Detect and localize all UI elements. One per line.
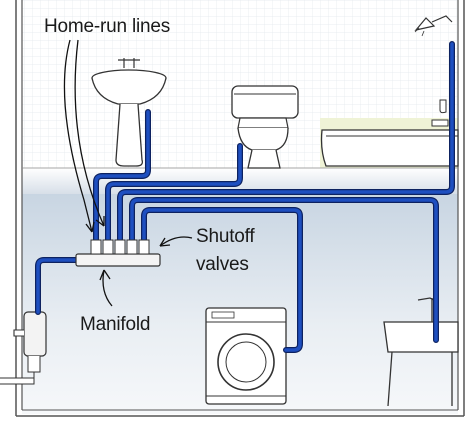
toilet-icon: [231, 85, 299, 169]
shutoff-arrow: [159, 236, 193, 247]
shutoff-valves-label-line1: Shutoff: [196, 226, 255, 247]
water-heater-icon: [0, 311, 47, 385]
home-run-lines-label: Home-run lines: [44, 16, 171, 37]
manifold-label: Manifold: [80, 314, 151, 335]
home-run-arrow-2: [74, 39, 105, 227]
shower-head-icon: [414, 15, 453, 37]
manifold-arrow: [102, 269, 113, 307]
manifold-icon: [75, 239, 161, 267]
leader-arrows: [63, 39, 193, 307]
shutoff-valves-label-line2: valves: [196, 254, 249, 275]
sink-icon: [91, 58, 167, 167]
home-run-lines: [35, 41, 455, 353]
bathtub-icon: [320, 99, 459, 167]
home-run-arrow-1: [63, 39, 93, 233]
utility-sink-icon: [383, 297, 459, 407]
washing-machine-icon: [205, 307, 287, 405]
